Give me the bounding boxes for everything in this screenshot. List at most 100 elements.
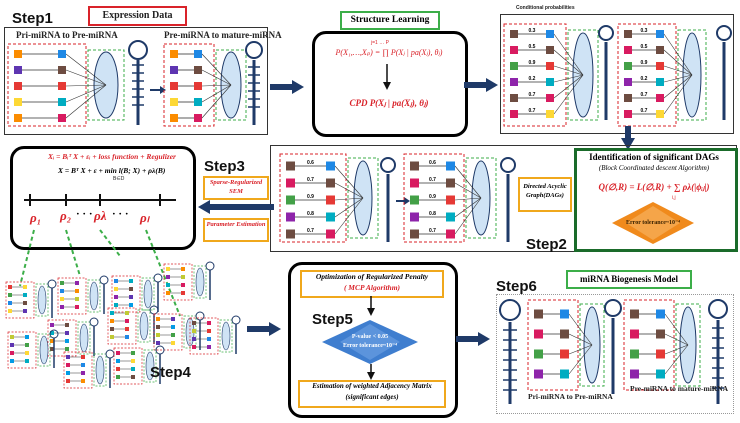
error-tolerance-diamond: [612, 202, 694, 244]
rbp-edge: [664, 313, 689, 346]
edge-weight: 0.7: [529, 108, 536, 114]
panel-a-title: Pri-miRNA to Pre-miRNA: [16, 30, 118, 40]
ppi-node: [546, 94, 554, 102]
ppi-node: [630, 309, 639, 319]
ppi-node: [410, 212, 419, 222]
step3-label: Step3: [204, 158, 245, 175]
rho-timeline: [24, 194, 176, 206]
rbp-edge: [553, 74, 584, 115]
ppi-node: [534, 349, 543, 359]
rbp-edge: [553, 74, 584, 83]
rbp-edge: [663, 49, 693, 76]
hairpin-rna-a: [128, 40, 148, 125]
step4-label: Step4: [150, 364, 191, 381]
ppi-node: [656, 110, 664, 118]
ppi-node: [410, 161, 419, 171]
pvalue-text: P-value < 0.05: [351, 334, 389, 340]
step6-label-b: Pre-miRNA to mature-miRNA: [630, 384, 729, 393]
edge-weight: 0.5: [641, 44, 648, 50]
ppi-node: [286, 212, 295, 222]
step5-label: Step5: [312, 311, 353, 328]
mini-network: [7, 329, 59, 369]
step6-label: Step6: [496, 278, 537, 295]
step6-hairpin-right: [708, 299, 728, 404]
ppi-node: [410, 229, 419, 239]
ppi-node: [326, 161, 335, 171]
ppi-node: [656, 62, 664, 70]
step6-network-1: [527, 299, 605, 391]
ppi-node: [534, 329, 543, 339]
ppi-node: [410, 195, 419, 205]
optimization-box: [300, 270, 444, 298]
ppi-node: [58, 82, 66, 90]
rbp-edge: [454, 165, 482, 199]
ppi-node: [170, 66, 178, 74]
rbp-edge: [664, 344, 689, 355]
rho-lambda: ρλ: [94, 208, 107, 223]
step6-outer: [496, 294, 734, 414]
pvalue-diamond: [322, 320, 418, 364]
estimation-box: [298, 380, 446, 408]
step2-formula: Q(∅,R) = L(∅,R) + ∑ ρλ(|ϕᵢⱼ|): [598, 182, 710, 192]
rbp-edge: [65, 84, 107, 119]
rbp-edge: [201, 53, 232, 86]
hairpin-rna-w1: [598, 25, 614, 120]
ppi-node: [624, 110, 632, 118]
estimation-title: Estimation of weighted Adjacency Matrix: [312, 382, 432, 390]
ppi-node: [624, 78, 632, 86]
ppi-node: [14, 114, 22, 122]
ppi-node: [546, 46, 554, 54]
ppi-node: [546, 30, 554, 38]
edge-weight: 0.3: [529, 28, 536, 34]
ppi-node: [510, 94, 518, 102]
panel-b-title: Pre-miRNA to mature-miRNA: [164, 30, 282, 40]
ppi-node: [656, 94, 664, 102]
edge-weight: 0.7: [307, 177, 314, 183]
rho-dots-2: · · ·: [112, 208, 129, 220]
step1-panel: [4, 27, 268, 135]
ppi-node: [170, 82, 178, 90]
ppi-node: [194, 82, 202, 90]
edge-weight: 0.8: [307, 211, 314, 217]
step6-hairpin-mid: [604, 299, 622, 394]
rbp-edge: [454, 182, 482, 199]
step3-eq-a: Xᵢ = Bᵢᵀ X + εᵢ + loss function + Reguli…: [48, 152, 176, 161]
edge-weight: 0.7: [641, 92, 648, 98]
ppi-node: [446, 161, 455, 171]
step5-arrow-2: [367, 364, 375, 380]
arrow-to-step2: [621, 126, 635, 150]
ppi-node: [624, 30, 632, 38]
error-tolerance-text: Error tolerance~10⁻⁴: [625, 220, 680, 226]
edge-weight: 0.7: [641, 108, 648, 114]
arrow-step5-step6: [456, 332, 490, 346]
step3-step4-connectors: [19, 229, 181, 317]
ppi-node: [546, 62, 554, 70]
ppi-node: [326, 212, 335, 222]
ppi-node: [560, 309, 569, 319]
ppi-node: [170, 114, 178, 122]
weighted-network-panel: [500, 14, 734, 134]
rbp-edge: [663, 74, 693, 115]
weighted-network-1: 0.30.50.90.20.70.7: [503, 23, 599, 127]
step1-label: Step1: [12, 10, 53, 27]
step6-label-a: Pri-miRNA to Pre-miRNA: [528, 392, 613, 401]
ppi-node: [14, 98, 22, 106]
sparse-sem-box: Sparse-Regularized SEM: [203, 176, 269, 200]
rbp-edge: [663, 74, 693, 99]
joint-probability-eq: P(X₁,…,Xₚ) = ∏ P(Xⱼ | pa(Xⱼ), θⱼ): [335, 48, 443, 57]
rbp-edge: [334, 197, 364, 201]
ppi-node: [286, 178, 295, 188]
edge-weight: 0.6: [429, 160, 436, 166]
expression-data-title: Expression Data: [88, 6, 187, 26]
product-limits: j=1 … P: [371, 40, 389, 46]
edge-weight: 0.3: [641, 28, 648, 34]
mini-network: [163, 261, 215, 301]
ppi-node: [58, 66, 66, 74]
ppi-node: [446, 178, 455, 188]
edge-weight: 0.7: [429, 177, 436, 183]
ppi-node: [326, 178, 335, 188]
ppi-node: [656, 329, 665, 339]
mini-network: [63, 349, 115, 389]
step5-arrow-1: [367, 296, 375, 316]
rbp-edge: [553, 33, 584, 76]
